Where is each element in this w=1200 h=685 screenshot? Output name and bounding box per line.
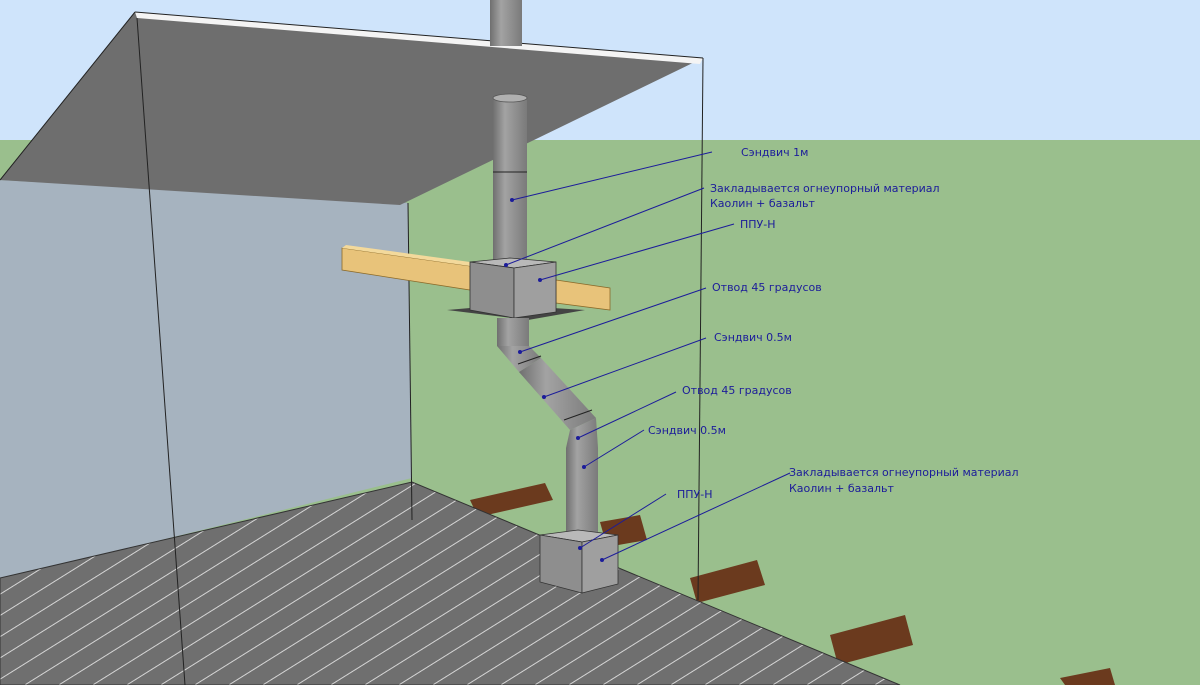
left-wall [0, 180, 412, 580]
floor-deck [0, 482, 900, 685]
pipe-diagonal [519, 358, 596, 430]
pipe-lower [566, 448, 598, 544]
label-refractory-top-line1: Закладывается огнеупорный материал [710, 182, 940, 195]
label-ppu-top: ППУ-Н [740, 218, 776, 231]
ceiling-slab [0, 12, 703, 205]
elbow-upper [497, 346, 541, 372]
label-elbow-top: Отвод 45 градусов [712, 281, 822, 294]
label-refractory-bottom-line1: Закладывается огнеупорный материал [789, 466, 1019, 479]
ceiling-beam [341, 245, 611, 311]
chimney-top [490, 0, 522, 46]
label-ppu-bottom: ППУ-Н [677, 488, 713, 501]
label-elbow-bottom: Отвод 45 градусов [682, 384, 792, 397]
ppu-box-lower [539, 529, 619, 594]
ceiling-slab-top [135, 12, 703, 64]
label-sandwich-05-bottom: Сэндвич 0.5м [648, 424, 726, 437]
label-refractory-top-line2: Каолин + базальт [710, 197, 815, 210]
pipe-short [497, 318, 529, 346]
label-refractory-bottom-line2: Каолин + базальт [789, 482, 894, 495]
pipe-upper [493, 98, 527, 268]
label-sandwich-1m: Сэндвич 1м [741, 146, 808, 159]
label-sandwich-05-top: Сэндвич 0.5м [714, 331, 792, 344]
leader-lines [504, 151, 791, 562]
elbow-lower [566, 418, 598, 448]
floor-deck-edge [0, 481, 901, 685]
